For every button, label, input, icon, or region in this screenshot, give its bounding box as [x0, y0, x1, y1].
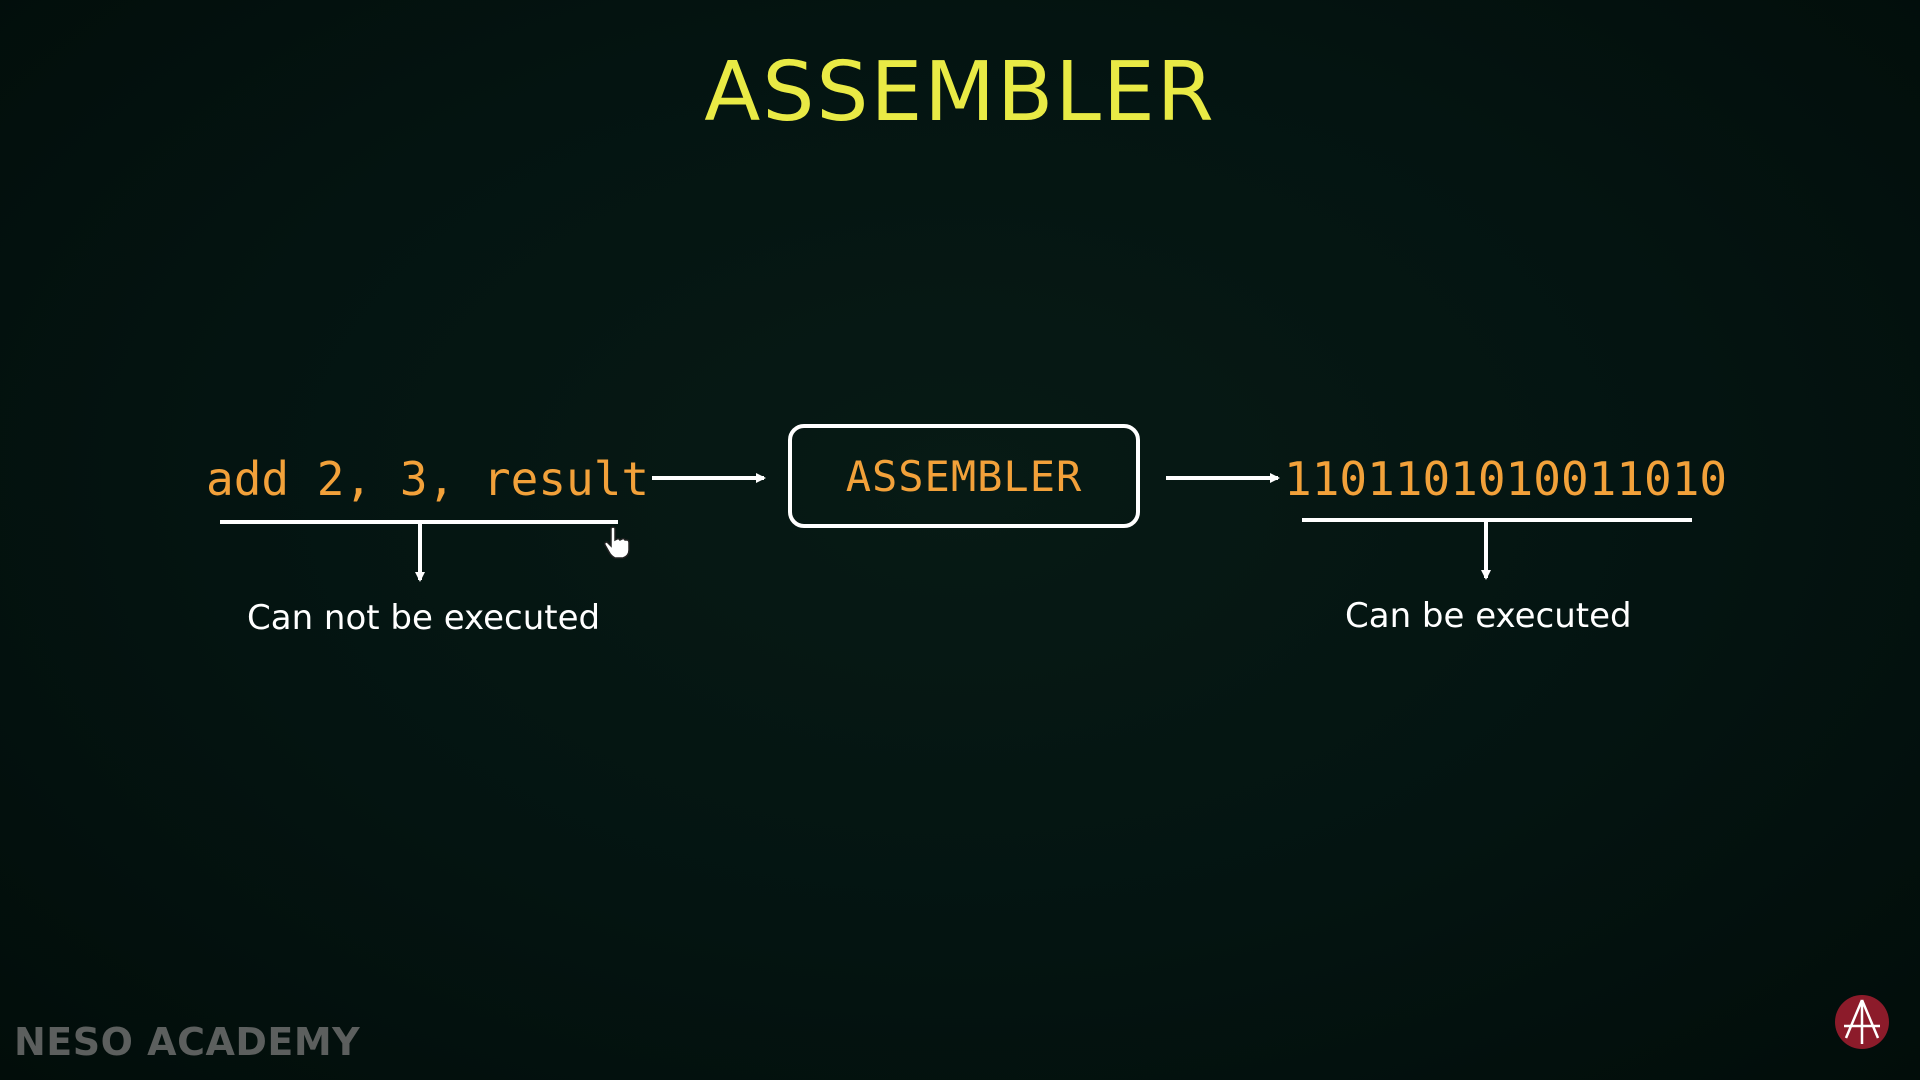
- assembly-source-code: add 2, 3, result: [206, 452, 650, 506]
- neso-academy-logo-icon: [1835, 995, 1889, 1049]
- assembler-box: ASSEMBLER: [788, 424, 1140, 528]
- hand-pointer-cursor-icon: [604, 526, 630, 559]
- slide-title: ASSEMBLER: [704, 45, 1216, 140]
- assembler-box-label: ASSEMBLER: [845, 451, 1083, 501]
- watermark: NESO ACADEMY: [14, 1020, 361, 1064]
- machine-code: 1101101010011010: [1284, 452, 1728, 506]
- machine-caption: Can be executed: [1345, 596, 1632, 636]
- source-caption: Can not be executed: [247, 598, 601, 638]
